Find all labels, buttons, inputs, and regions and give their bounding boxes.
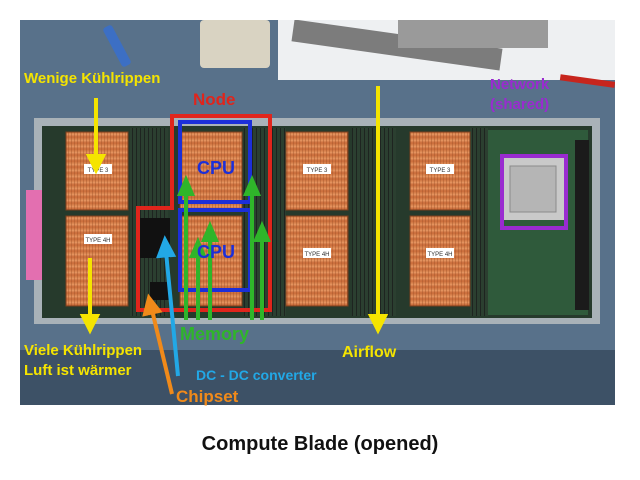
label-luft-waermer: Luft ist wärmer xyxy=(24,362,132,379)
label-node: Node xyxy=(193,90,236,109)
label-airflow: Airflow xyxy=(342,344,397,361)
pink-cable xyxy=(26,190,42,280)
node-outline xyxy=(136,114,272,312)
arrow-chipset xyxy=(142,293,174,395)
heatsink-label: TYPE 4H xyxy=(427,252,452,258)
label-cpu-bottom: CPU xyxy=(197,242,236,262)
cpu-box-top xyxy=(178,120,252,204)
label-dc-dc-converter: DC - DC converter xyxy=(196,367,317,383)
label-wenige-kuehlrippen: Wenige Kühlrippen xyxy=(24,70,161,87)
heatsink-label: TYPE 3 xyxy=(307,168,328,174)
label-chipset: Chipset xyxy=(176,387,239,406)
heatsink-label: TYPE 4H xyxy=(304,252,329,258)
label-network: Network xyxy=(490,76,550,93)
label-cpu-top: CPU xyxy=(197,158,236,178)
heatsink-label: TYPE 3 xyxy=(430,168,451,174)
memory-arrows xyxy=(176,174,272,320)
heatsink-label: TYPE 3 xyxy=(88,168,109,174)
top-device xyxy=(200,20,270,68)
pen xyxy=(103,25,131,67)
blade-photo: TYPE 3 TYPE 4H TYPE 3 TYPE 4H TYPE 3 TYP… xyxy=(20,20,615,405)
heatsink-label: TYPE 4H xyxy=(85,238,110,244)
label-memory: Memory xyxy=(180,324,250,344)
label-viele-kuehlrippen: Viele Kühlrippen xyxy=(24,342,143,359)
label-network-shared: (shared) xyxy=(490,96,550,113)
screwdriver xyxy=(559,74,615,88)
network-box xyxy=(500,154,568,230)
caption: Compute Blade (opened) xyxy=(201,433,439,455)
arrow-dcdc xyxy=(156,235,180,377)
